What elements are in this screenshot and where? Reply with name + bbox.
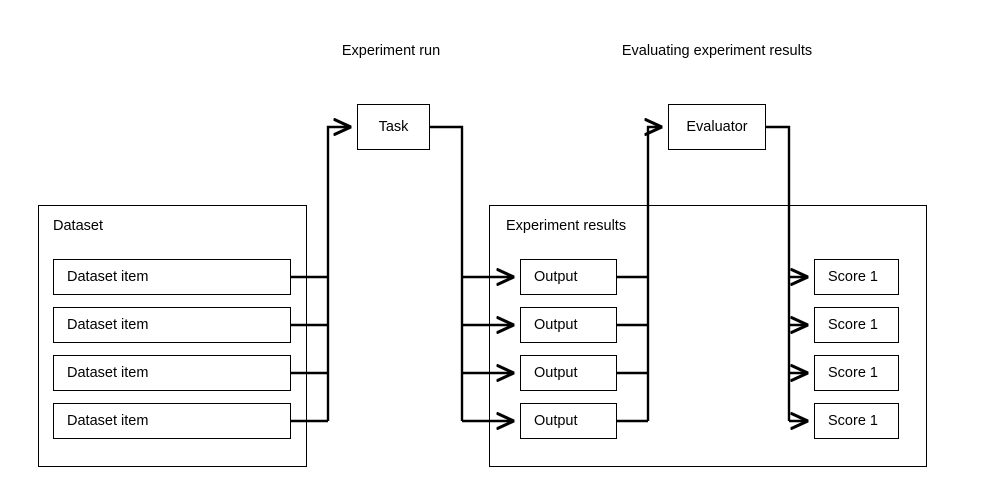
score-4[interactable]: Score 1 <box>814 403 899 439</box>
output-1-label: Output <box>534 269 578 285</box>
evaluator-node-label: Evaluator <box>686 119 748 135</box>
score-2-label: Score 1 <box>828 317 878 333</box>
dataset-container <box>38 205 307 467</box>
output-2[interactable]: Output <box>520 307 617 343</box>
dataset-item-4-label: Dataset item <box>67 413 149 429</box>
dataset-item-2-label: Dataset item <box>67 317 149 333</box>
dataset-item-1-label: Dataset item <box>67 269 149 285</box>
dataset-item-4[interactable]: Dataset item <box>53 403 291 439</box>
output-2-label: Output <box>534 317 578 333</box>
dataset-item-2[interactable]: Dataset item <box>53 307 291 343</box>
output-3[interactable]: Output <box>520 355 617 391</box>
section-title-evaluating-experiment-results: Evaluating experiment results <box>621 43 813 59</box>
score-3[interactable]: Score 1 <box>814 355 899 391</box>
score-1-label: Score 1 <box>828 269 878 285</box>
experiment-results-container <box>489 205 927 467</box>
score-4-label: Score 1 <box>828 413 878 429</box>
score-2[interactable]: Score 1 <box>814 307 899 343</box>
wire-task-to-output-bus <box>430 125 464 421</box>
dataset-item-1[interactable]: Dataset item <box>53 259 291 295</box>
dataset-item-3[interactable]: Dataset item <box>53 355 291 391</box>
score-1[interactable]: Score 1 <box>814 259 899 295</box>
dataset-item-3-label: Dataset item <box>67 365 149 381</box>
wire-bus-to-task <box>326 127 350 421</box>
output-4-label: Output <box>534 413 578 429</box>
score-3-label: Score 1 <box>828 365 878 381</box>
evaluator-node[interactable]: Evaluator <box>668 104 766 150</box>
task-node-label: Task <box>378 119 409 135</box>
output-3-label: Output <box>534 365 578 381</box>
task-node[interactable]: Task <box>357 104 430 150</box>
output-1[interactable]: Output <box>520 259 617 295</box>
section-title-experiment-run: Experiment run <box>341 43 441 59</box>
output-4[interactable]: Output <box>520 403 617 439</box>
experiment-results-container-label: Experiment results <box>506 218 627 234</box>
dataset-container-label: Dataset <box>53 218 103 234</box>
